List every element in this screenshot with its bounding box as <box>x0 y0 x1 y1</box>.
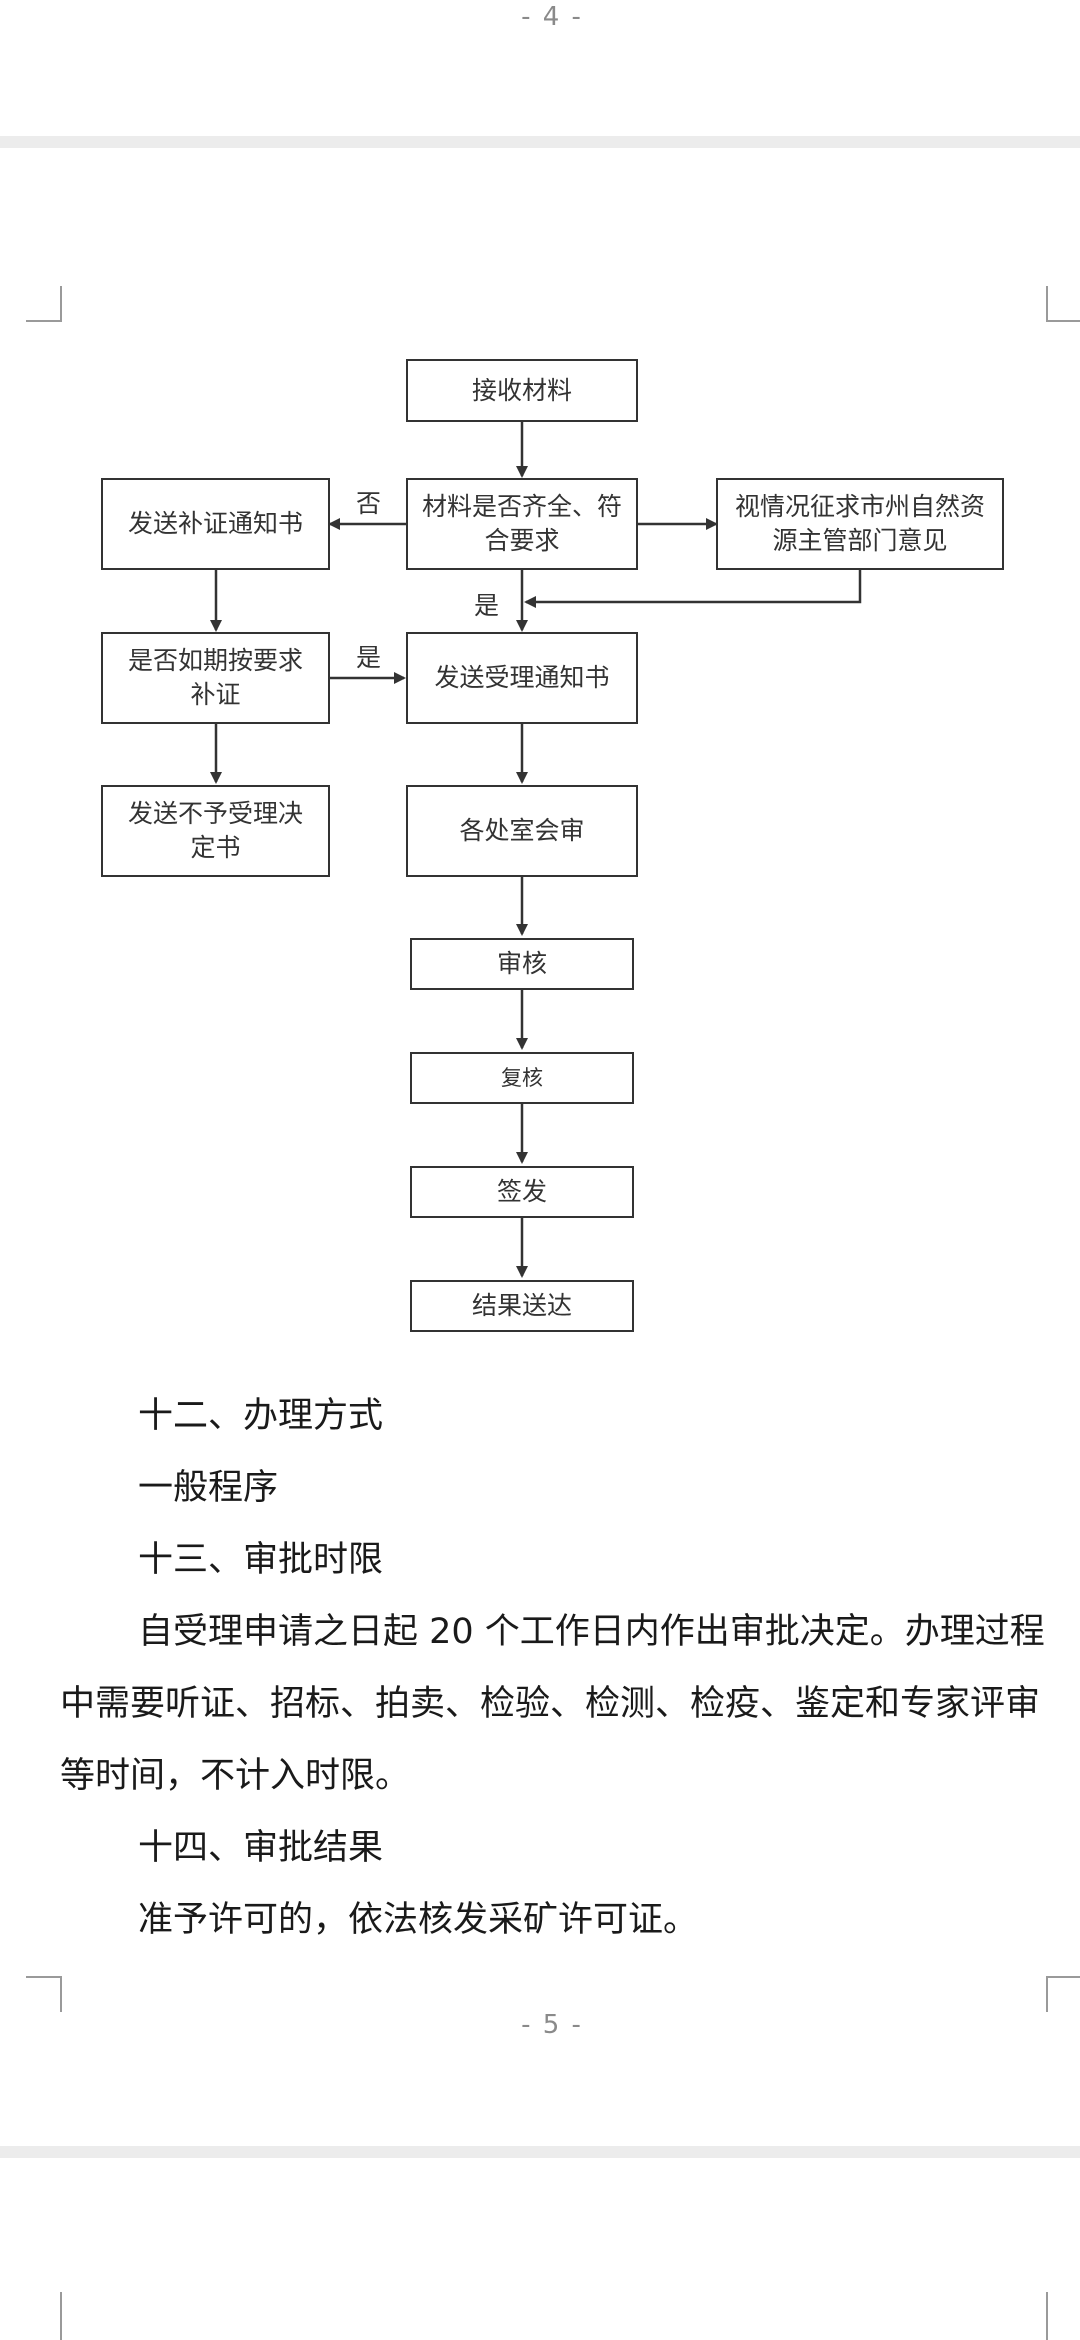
crop-mark-top-right <box>1046 286 1080 322</box>
previous-page-number: - 4 - <box>521 2 583 32</box>
node-recheck: 复核 <box>410 1052 634 1104</box>
section-body-14: 准予许可的，依法核发采矿许可证。 <box>138 1900 699 1940</box>
node-supplement-notice: 发送补证通知书 <box>101 478 330 570</box>
section-body-12: 一般程序 <box>138 1468 279 1508</box>
page-gap-top <box>0 136 1080 148</box>
node-check-materials: 材料是否齐全、符合要求 <box>406 478 638 570</box>
node-deliver-result: 结果送达 <box>410 1280 634 1332</box>
node-receive-materials: 接收材料 <box>406 359 638 422</box>
section-heading-13: 十三、审批时限 <box>138 1540 384 1580</box>
page-gap-bottom <box>0 2146 1080 2158</box>
edge-label-no: 否 <box>356 489 382 518</box>
crop-mark-next-right <box>1046 2292 1080 2340</box>
node-joint-review: 各处室会审 <box>406 785 638 877</box>
node-reject-decision: 发送不予受理决定书 <box>101 785 330 877</box>
node-sign: 签发 <box>410 1166 634 1218</box>
section-heading-14: 十四、审批结果 <box>138 1828 384 1868</box>
previous-page-bottom <box>0 0 1080 135</box>
node-accept-notice: 发送受理通知书 <box>406 632 638 724</box>
section-heading-12: 十二、办理方式 <box>138 1396 384 1436</box>
crop-mark-top-left <box>26 286 62 322</box>
flowchart-connectors <box>210 422 862 1278</box>
crop-mark-bottom-right <box>1046 1976 1080 2012</box>
arrow-consult-return <box>524 570 862 608</box>
crop-mark-bottom-left <box>26 1976 62 2012</box>
approval-flowchart: 接收材料 材料是否齐全、符合要求 视情况征求市州自然资源主管部门意见 发送补证通… <box>101 359 1004 1332</box>
crop-mark-next-left <box>26 2292 62 2340</box>
section-body-13: 自受理申请之日起 20 个工作日内作出审批决定。办理过程中需要听证、招标、拍卖、… <box>60 1612 1045 1796</box>
node-review: 审核 <box>410 938 634 990</box>
node-supplement-on-time: 是否如期按要求补证 <box>101 632 330 724</box>
current-page-number: - 5 - <box>521 2010 583 2040</box>
node-consult-authority: 视情况征求市州自然资源主管部门意见 <box>716 478 1004 570</box>
edge-label-yes-supplement: 是 <box>356 643 382 672</box>
edge-label-yes-consult: 是 <box>474 591 500 620</box>
